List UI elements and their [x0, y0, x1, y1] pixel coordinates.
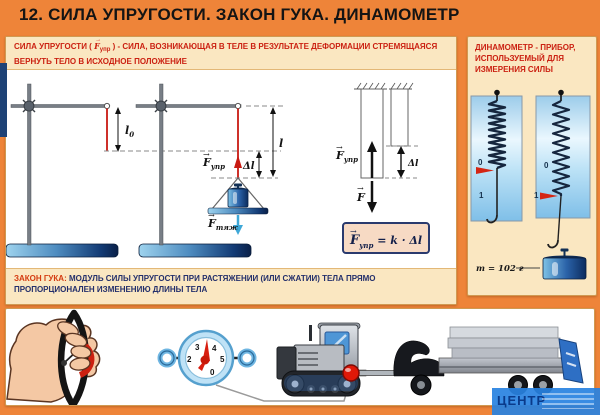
spring-stretched	[551, 100, 571, 196]
gauge-dynamometer: 3 4 2 5 0	[157, 329, 257, 387]
coupling-point	[342, 364, 360, 382]
weight-hanger	[207, 177, 269, 215]
hand-dynamometer	[6, 309, 101, 405]
publisher-watermark: ЦЕНТР	[492, 388, 600, 415]
hook	[547, 239, 559, 249]
definition-body: СИЛА, ВОЗНИКАЮЩАЯ В ТЕЛЕ В РЕЗУЛЬТАТЕ ДЕ…	[14, 42, 438, 66]
vector-arrow: →	[203, 150, 210, 159]
dynamometer-loaded: 0 1	[534, 89, 591, 280]
f-upr-symbol: →Fупр	[94, 37, 111, 53]
hooke-law-definition: ЗАКОН ГУКА: МОДУЛЬ СИЛЫ УПРУГОСТИ ПРИ РА…	[6, 268, 456, 304]
elastic-force-panel: СИЛА УПРУГОСТИ ( →Fупр ) - СИЛА, ВОЗНИКА…	[5, 36, 457, 305]
elastic-rod-stretched	[354, 82, 387, 179]
l0-label: l0	[125, 124, 134, 139]
vector-arrow: →	[208, 211, 215, 220]
dial-3: 3	[195, 343, 200, 352]
stands-and-rods-diagram: l0 → Fупр Δl	[6, 82, 430, 258]
hook	[486, 214, 498, 224]
f-tyazh-label: Fтяж	[207, 217, 239, 232]
rod-f-upr-arrow	[367, 141, 377, 178]
hanger-tray	[207, 207, 269, 215]
delta-l-label: Δl	[242, 161, 255, 172]
scale-one: 1	[534, 191, 539, 200]
concrete-slab	[451, 347, 559, 359]
scale-pointer	[476, 167, 494, 174]
definition-term: СИЛА УПРУГОСТИ (	[14, 42, 92, 51]
vector-arrow: →	[357, 184, 364, 193]
rod-f-label: F	[356, 191, 366, 204]
trailer-deck	[438, 357, 565, 374]
law-body: МОДУЛЬ СИЛЫ УПРУГОСТИ ПРИ РАСТЯЖЕНИИ (ИЛ…	[14, 274, 376, 294]
f-upr-label: Fупр	[202, 156, 225, 171]
rod-delta-l-label: Δl	[407, 159, 419, 169]
rod-f-arrow	[367, 181, 377, 213]
scale-pointer	[540, 192, 558, 200]
lab-stand-unloaded	[6, 83, 119, 258]
clamp	[155, 100, 167, 112]
elastic-force-definition: СИЛА УПРУГОСТИ ( →Fупр ) - СИЛА, ВОЗНИКА…	[6, 37, 456, 70]
finger	[64, 332, 88, 348]
watermark-decoration	[542, 393, 594, 409]
ramp	[558, 338, 584, 384]
applications-diagram: 3 4 2 5 0	[6, 309, 584, 405]
dial-5: 5	[220, 355, 225, 364]
weight-102g	[542, 257, 587, 280]
scale-zero: 0	[544, 161, 549, 170]
hook-ring	[103, 102, 111, 110]
hooke-formula: Fупр = k · Δl	[349, 233, 422, 250]
drawbar	[358, 370, 398, 376]
trailer-truck	[393, 326, 584, 396]
gravity-force-arrow	[233, 215, 243, 235]
lab-stand-loaded	[135, 83, 252, 258]
vector-arrow: →	[350, 227, 357, 236]
left-edge-decoration	[0, 63, 7, 137]
clamp	[23, 100, 35, 112]
exhaust-pipe	[309, 325, 312, 341]
l0-dimension	[115, 107, 121, 152]
rod-f-upr-label: Fупр	[335, 149, 358, 164]
l-dimension	[270, 107, 276, 177]
dial-4: 4	[212, 344, 217, 353]
rod-delta-l-dimension	[397, 146, 405, 178]
concrete-slab	[447, 337, 561, 349]
elastic-force-arrow	[234, 155, 242, 168]
vector-arrow: →	[336, 143, 343, 152]
delta-l-dimension	[256, 151, 262, 178]
elastic-rod-rest	[389, 82, 414, 147]
dial-0: 0	[210, 368, 215, 377]
dynamometer-unloaded: 0 1	[470, 89, 523, 224]
concrete-slab	[449, 326, 559, 339]
weight	[227, 188, 249, 208]
law-term: ЗАКОН ГУКА:	[14, 274, 67, 283]
tractor	[276, 322, 367, 397]
page-title: 12. СИЛА УПРУГОСТИ. ЗАКОН ГУКА. ДИНАМОМЕ…	[19, 5, 460, 24]
mass-label: m = 102 г	[476, 264, 524, 274]
scale-one: 1	[479, 191, 484, 200]
l-label: l	[279, 137, 283, 150]
thumb	[69, 357, 91, 371]
dynamometer-panel: ДИНАМОМЕТР - ПРИБОР, ИСПОЛЬЗУЕМЫЙ ДЛЯ ИЗ…	[467, 36, 597, 296]
watermark-text: ЦЕНТР	[497, 393, 547, 408]
spring	[487, 99, 507, 170]
dial-2: 2	[187, 355, 192, 364]
dynamometers-diagram: 0 1 0 1 m = 102 г	[470, 89, 591, 280]
hook-ring	[234, 102, 242, 110]
gooseneck	[393, 340, 445, 377]
dynamometer-definition: ДИНАМОМЕТР - ПРИБОР, ИСПОЛЬЗУЕМЫЙ ДЛЯ ИЗ…	[475, 43, 576, 74]
hooke-formula-box: → Fупр = k · Δl	[342, 222, 430, 254]
scale-zero: 0	[478, 158, 483, 167]
